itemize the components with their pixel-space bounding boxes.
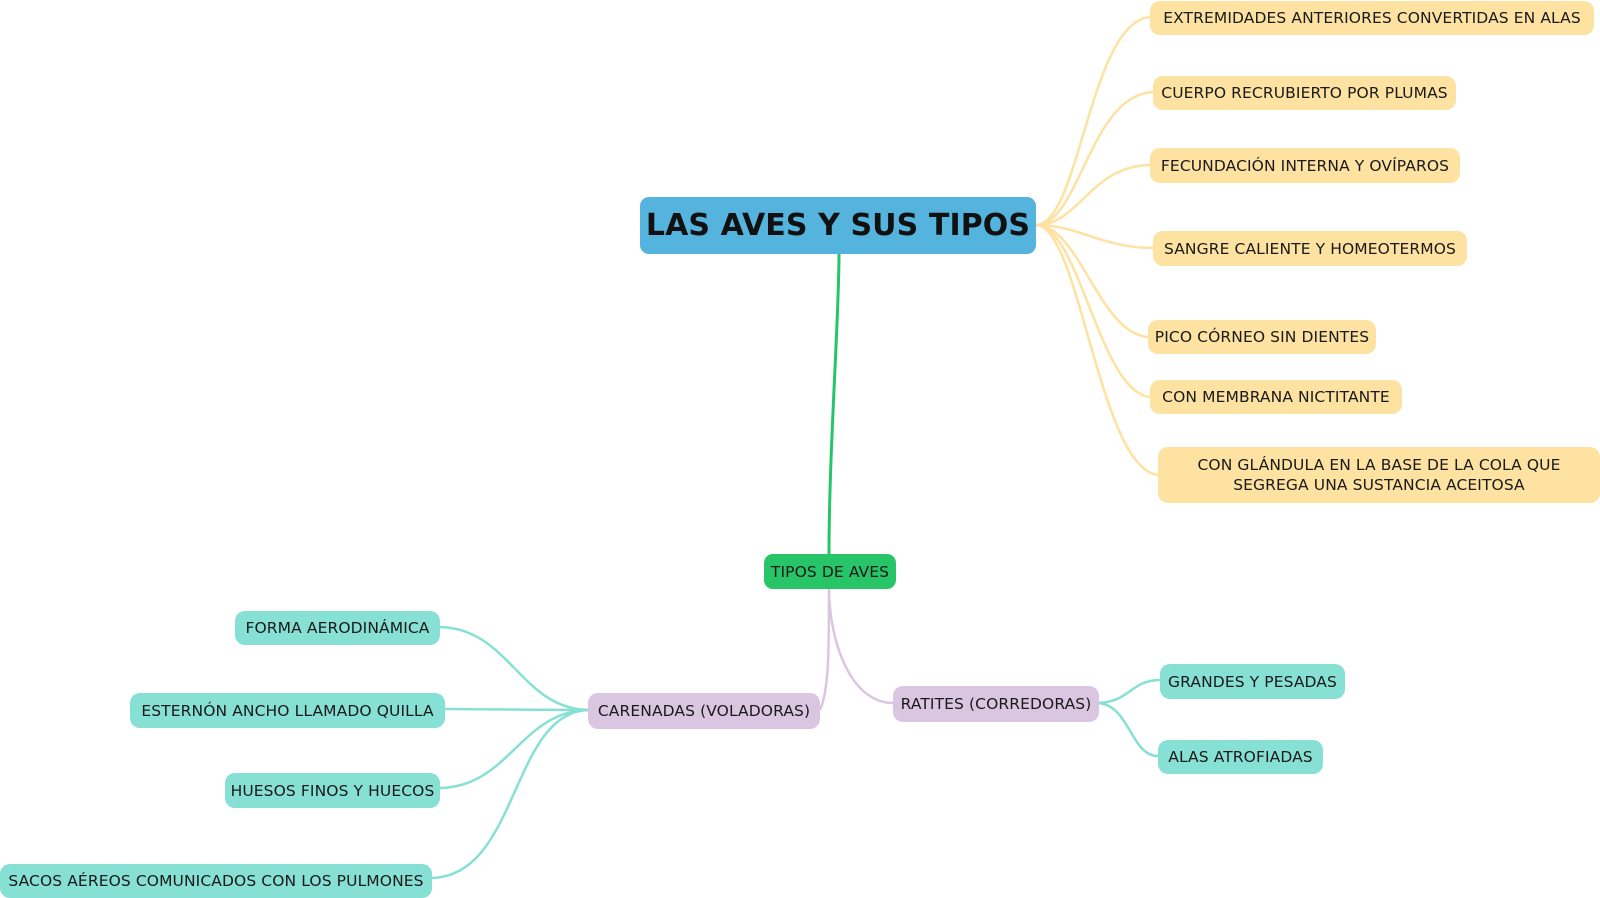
connector-feature-4 <box>1035 223 1156 250</box>
connector-feature-7 <box>1035 223 1161 477</box>
mindmap-root[interactable]: LAS AVES Y SUS TIPOS <box>640 197 1036 254</box>
feature-node[interactable]: CUERPO RECRUBIERTO POR PLUMAS <box>1153 76 1456 110</box>
subtype-carenadas[interactable]: CARENADAS (VOLADORAS) <box>588 693 820 729</box>
carenadas-item[interactable]: SACOS AÉREOS COMUNICADOS CON LOS PULMONE… <box>0 864 432 898</box>
feature-connectors <box>1035 15 1161 477</box>
connector-feature-1 <box>1035 15 1153 227</box>
connector-feature-3 <box>1035 163 1153 227</box>
connector-leaf-6 <box>1095 701 1159 758</box>
connector-leaf-4 <box>429 708 591 880</box>
connector-types <box>827 253 841 556</box>
ratites-connectors <box>1095 678 1161 758</box>
carenadas-item[interactable]: HUESOS FINOS Y HUECOS <box>225 773 440 808</box>
connector-feature-2 <box>1035 90 1156 227</box>
ratites-item[interactable]: ALAS ATROFIADAS <box>1158 740 1323 774</box>
connector-leaf-3 <box>437 708 591 790</box>
subtype-ratites[interactable]: RATITES (CORREDORAS) <box>893 686 1099 722</box>
carenadas-item[interactable]: FORMA AERODINÁMICA <box>235 611 440 645</box>
feature-node[interactable]: SANGRE CALIENTE Y HOMEOTERMOS <box>1153 231 1467 266</box>
carenadas-item[interactable]: ESTERNÓN ANCHO LLAMADO QUILLA <box>130 693 445 728</box>
connector-carenadas <box>818 587 831 711</box>
connector-feature-6 <box>1035 223 1153 399</box>
connector-feature-5 <box>1035 223 1151 339</box>
connector-leaf-5 <box>1095 678 1161 705</box>
connector-leaf-1 <box>437 625 591 712</box>
connector-ratites <box>827 587 894 705</box>
feature-node[interactable]: PICO CÓRNEO SIN DIENTES <box>1148 320 1376 354</box>
carenadas-connectors <box>429 625 591 880</box>
ratites-item[interactable]: GRANDES Y PESADAS <box>1160 664 1345 699</box>
feature-node[interactable]: FECUNDACIÓN INTERNA Y OVÍPAROS <box>1150 148 1460 183</box>
feature-node[interactable]: CON GLÁNDULA EN LA BASE DE LA COLA QUE S… <box>1158 447 1600 503</box>
types-node[interactable]: TIPOS DE AVES <box>764 554 896 589</box>
feature-node[interactable]: CON MEMBRANA NICTITANTE <box>1150 380 1402 414</box>
feature-node[interactable]: EXTREMIDADES ANTERIORES CONVERTIDAS EN A… <box>1150 1 1594 35</box>
subtype-connectors <box>818 587 894 711</box>
connector-leaf-2 <box>442 707 591 712</box>
